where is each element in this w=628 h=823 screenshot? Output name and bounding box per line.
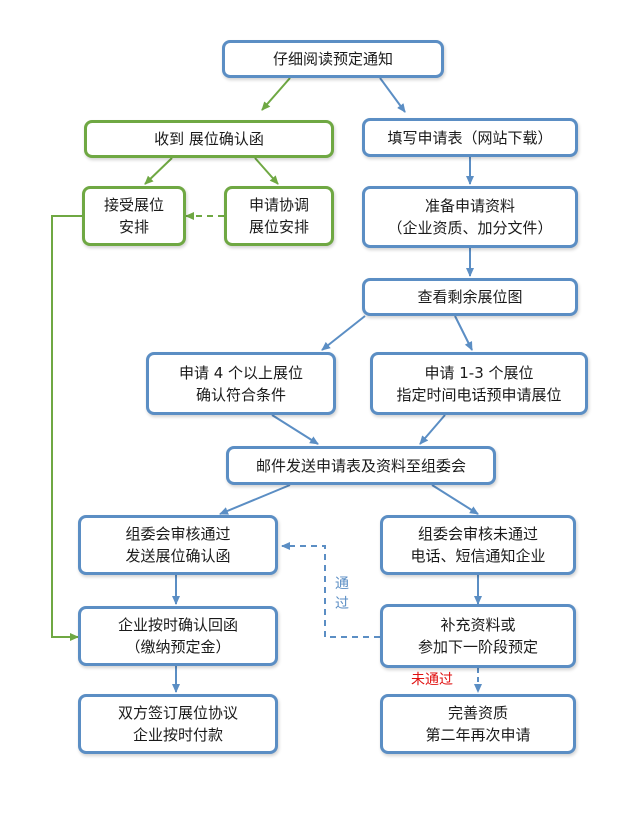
node-text: 发送展位确认函 (125, 547, 231, 565)
node-text: 企业按时付款 (132, 726, 223, 744)
node-text: 组委会审核通过 (125, 525, 231, 543)
step-review-passed: 组委会审核通过 发送展位确认函 (78, 515, 278, 575)
node-text: 确认符合条件 (195, 385, 286, 404)
node-text: 补充资料或 (440, 616, 516, 634)
step-prepare-materials: 准备申请资料 （企业资质、加分文件） (362, 186, 578, 248)
step-request-coordination: 申请协调 展位安排 (224, 186, 334, 246)
arrow-n10-n11 (219, 484, 291, 515)
node-text: 组委会审核未通过 (417, 525, 538, 543)
node-text: 参加下一阶段预定 (417, 638, 538, 656)
step-supplement-materials: 补充资料或 参加下一阶段预定 (380, 604, 576, 668)
arrow-n7-n8 (321, 315, 366, 351)
step-review-failed: 组委会审核未通过 电话、短信通知企业 (380, 515, 576, 575)
node-text: 展位安排 (248, 218, 309, 236)
node-text: 仔细阅读预定通知 (272, 50, 393, 68)
node-text: 双方签订展位协议 (117, 704, 238, 722)
arrow-n2-n4 (144, 157, 173, 185)
node-text: 第二年再次申请 (425, 726, 531, 744)
step-apply-1-3: 申请 1-3 个展位 指定时间电话预申请展位 (370, 352, 588, 415)
step-read-notice: 仔细阅读预定通知 (222, 40, 444, 78)
arrow-n7-n9 (454, 315, 473, 351)
node-text: 准备申请资料 (424, 197, 515, 215)
node-text: 填写申请表（网站下载） (387, 128, 553, 147)
step-accept-booth: 接受展位 安排 (82, 186, 186, 246)
label-fail: 未通过 (411, 672, 453, 688)
step-receive-confirmation: 收到 展位确认函 (84, 120, 334, 158)
step-confirm-reply: 企业按时确认回函 （缴纳预定金） (78, 606, 278, 666)
arrow-n10-n12 (431, 484, 479, 515)
arrow-n2-n5 (254, 157, 279, 185)
node-text: 邮件发送申请表及资料至组委会 (255, 456, 466, 475)
node-text: （企业资质、加分文件） (387, 219, 553, 237)
arrow-n1-n3 (379, 77, 406, 113)
step-sign-agreement: 双方签订展位协议 企业按时付款 (78, 694, 278, 754)
arrow-n1-n2 (261, 77, 291, 111)
node-text: 电话、短信通知企业 (410, 547, 546, 565)
node-text: 安排 (118, 218, 149, 236)
arrow-n14-n11-dashed (281, 542, 380, 638)
step-check-booth-map: 查看剩余展位图 (362, 278, 578, 316)
step-apply-4-plus: 申请 4 个以上展位 确认符合条件 (146, 352, 336, 415)
node-text: （缴纳预定金） (125, 638, 231, 656)
step-email-committee: 邮件发送申请表及资料至组委会 (226, 446, 496, 485)
node-text: 接受展位 (103, 196, 164, 214)
node-text: 申请 1-3 个展位 (424, 363, 534, 382)
node-text: 申请协调 (248, 196, 309, 214)
node-text: 申请 4 个以上展位 (178, 363, 304, 382)
arrow-n4-n13 (51, 215, 82, 641)
node-text: 查看剩余展位图 (417, 288, 523, 306)
arrow-n9-n10 (419, 414, 446, 445)
node-text: 指定时间电话预申请展位 (396, 385, 562, 404)
label-pass: 通过 (335, 576, 349, 612)
arrow-n8-n10 (271, 414, 319, 445)
node-text: 完善资质 (447, 704, 508, 722)
step-fill-application: 填写申请表（网站下载） (362, 118, 578, 157)
node-text: 收到 展位确认函 (154, 130, 264, 148)
node-text: 企业按时确认回函 (117, 616, 238, 634)
step-improve-qualification: 完善资质 第二年再次申请 (380, 694, 576, 754)
